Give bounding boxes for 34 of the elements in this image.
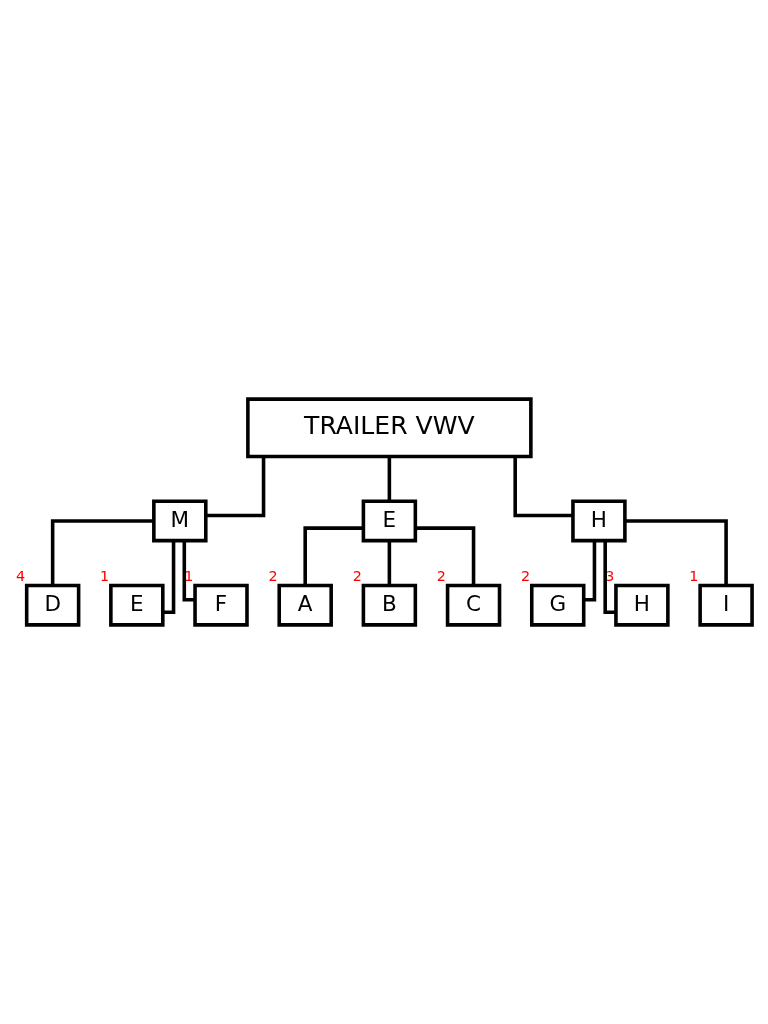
connector xyxy=(303,526,364,585)
node-label: 3 xyxy=(605,567,615,584)
node-box: E xyxy=(109,583,165,627)
node-box: M xyxy=(152,499,208,543)
node-box: B xyxy=(361,583,418,627)
connector xyxy=(163,540,176,615)
node-box: I xyxy=(698,583,754,627)
connector xyxy=(584,540,597,602)
connector xyxy=(513,456,573,518)
node-box: H xyxy=(571,499,627,543)
connector xyxy=(387,541,392,585)
node-label: 1 xyxy=(100,567,110,584)
node-box: F xyxy=(193,583,249,627)
node-label: 2 xyxy=(436,567,446,584)
node-box: E xyxy=(361,499,418,543)
connector xyxy=(182,540,195,602)
node-box: TRAILER VWV xyxy=(246,397,533,459)
connector xyxy=(387,456,392,501)
connector xyxy=(415,526,476,585)
node-box: G xyxy=(529,583,586,627)
node-label: 2 xyxy=(521,567,531,584)
node-box: H xyxy=(614,583,670,627)
node-label: 1 xyxy=(184,567,194,584)
node-box: D xyxy=(24,583,81,627)
node-label: 2 xyxy=(268,567,278,584)
node-label: 1 xyxy=(689,567,699,584)
connector xyxy=(205,456,266,518)
connector xyxy=(603,540,616,615)
node-label: 4 xyxy=(15,567,26,584)
node-box: A xyxy=(277,583,333,627)
node-box: C xyxy=(445,583,502,627)
connector xyxy=(50,519,154,585)
node-label: 2 xyxy=(352,567,362,584)
connector xyxy=(625,519,728,585)
